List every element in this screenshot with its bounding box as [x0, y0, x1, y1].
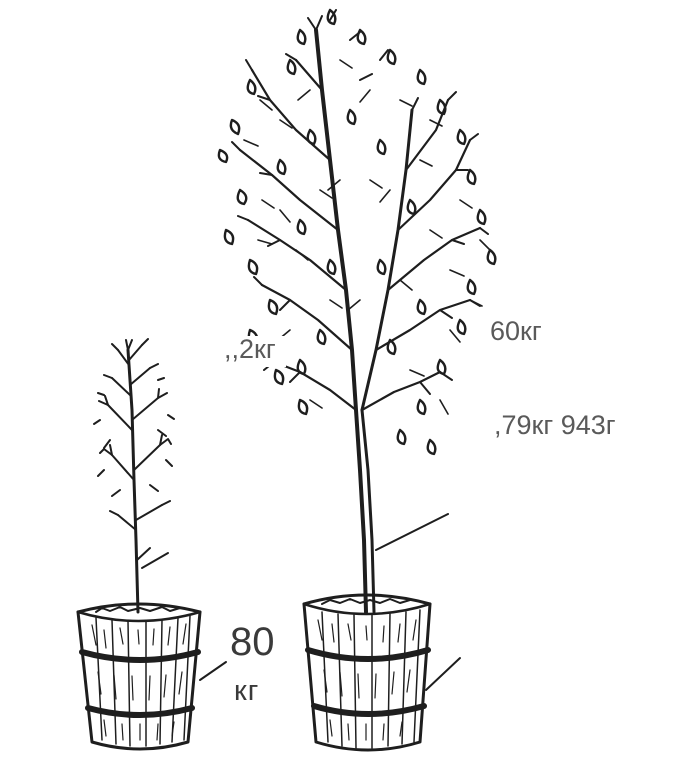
label-pot-number: 80: [230, 622, 275, 662]
label-pot-unit: кг: [234, 677, 259, 706]
big-tub: [304, 595, 430, 750]
label-middle-right: ,79кг 943г: [494, 412, 616, 439]
small-tub: [78, 604, 226, 749]
small-tree: [94, 339, 174, 612]
label-upper-left: ,,2кг: [222, 336, 286, 367]
label-upper-right: 60кг: [490, 318, 542, 345]
